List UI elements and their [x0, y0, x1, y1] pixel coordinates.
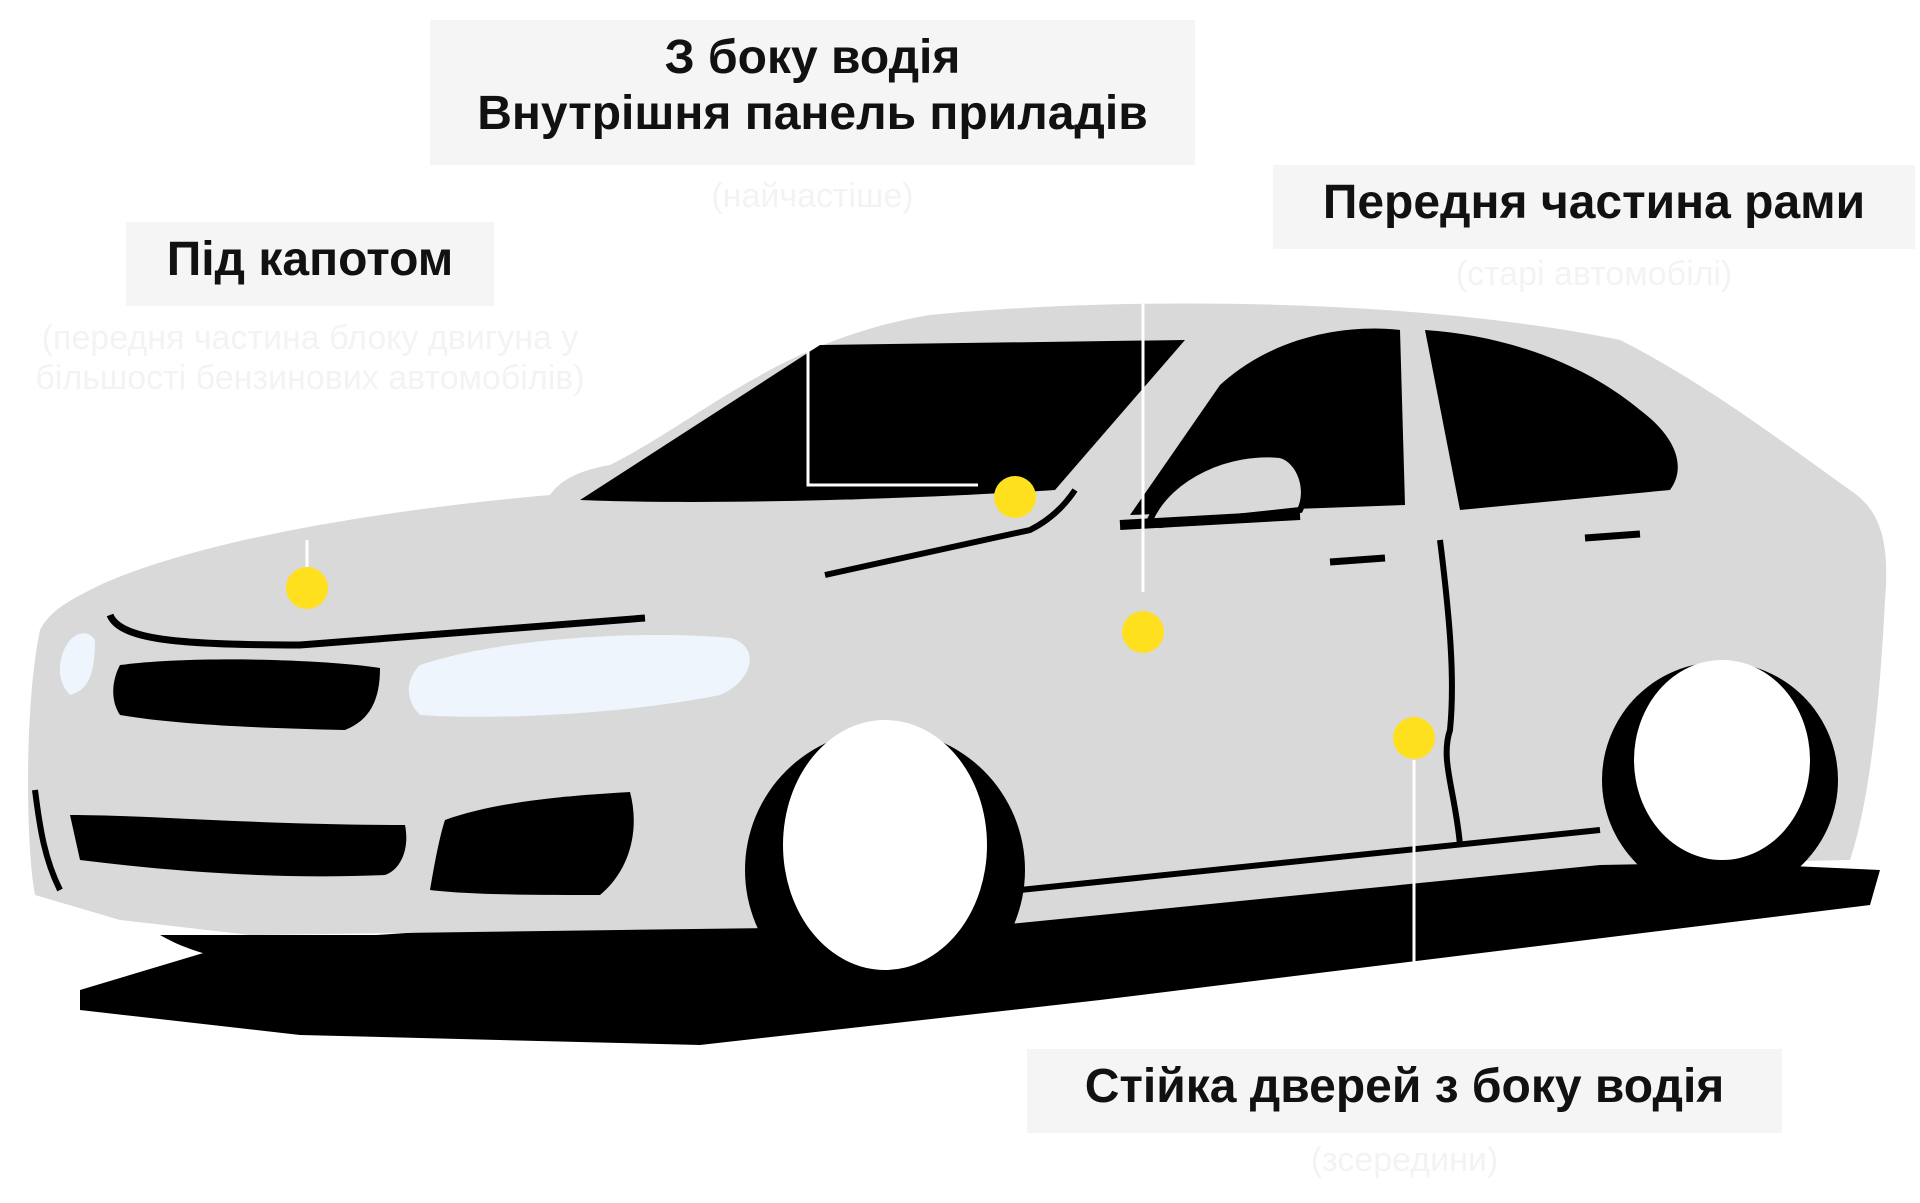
- hood-crease: [824, 488, 1078, 578]
- dashboard-marker: [994, 476, 1036, 518]
- frame-marker: [1122, 611, 1164, 653]
- hood-note: (передня частина блоку двигуна у більшос…: [35, 319, 585, 397]
- front-grille: [113, 659, 380, 730]
- side-mirror: [1146, 451, 1307, 529]
- front-rim: [783, 720, 987, 970]
- headlight-left: [59, 633, 95, 695]
- door-pillar-marker: [1393, 717, 1435, 759]
- rear-rim: [1634, 660, 1810, 860]
- dashboard-leader-line: [806, 345, 978, 487]
- rear-door-window: [1425, 330, 1678, 510]
- dashboard-note: (найчастіше): [711, 177, 914, 215]
- front-door-handle: [1329, 554, 1386, 566]
- door-pillar-note: (зсередини): [1310, 1141, 1499, 1179]
- fog-light-housing: [430, 792, 634, 895]
- door-seam: [1437, 539, 1463, 846]
- headlight-right: [408, 635, 750, 717]
- dashboard-label-line1: З боку водія: [664, 31, 961, 84]
- windshield: [580, 340, 1185, 502]
- door-pillar-label: Стійка дверей з боку водія: [1027, 1049, 1782, 1133]
- hood-line: [106, 613, 646, 649]
- side-skirt: [1019, 827, 1601, 893]
- rear-door-handle: [1584, 530, 1641, 542]
- hood-label: Під капотом: [126, 222, 494, 306]
- bumper-edge: [32, 789, 63, 892]
- frame-label: Передня частина рами: [1273, 165, 1915, 249]
- car-body: [28, 303, 1887, 935]
- front-wheel-arch-shadow: [160, 935, 390, 964]
- lower-intake: [70, 815, 407, 877]
- dashboard-label-line2: Внутрішня панель приладів: [477, 87, 1148, 140]
- frame-note: (старі автомобілі): [1455, 255, 1733, 293]
- dashboard-label: З боку водія Внутрішня панель приладів: [430, 20, 1195, 165]
- hood-marker: [286, 567, 328, 609]
- mirror-base: [1119, 510, 1301, 530]
